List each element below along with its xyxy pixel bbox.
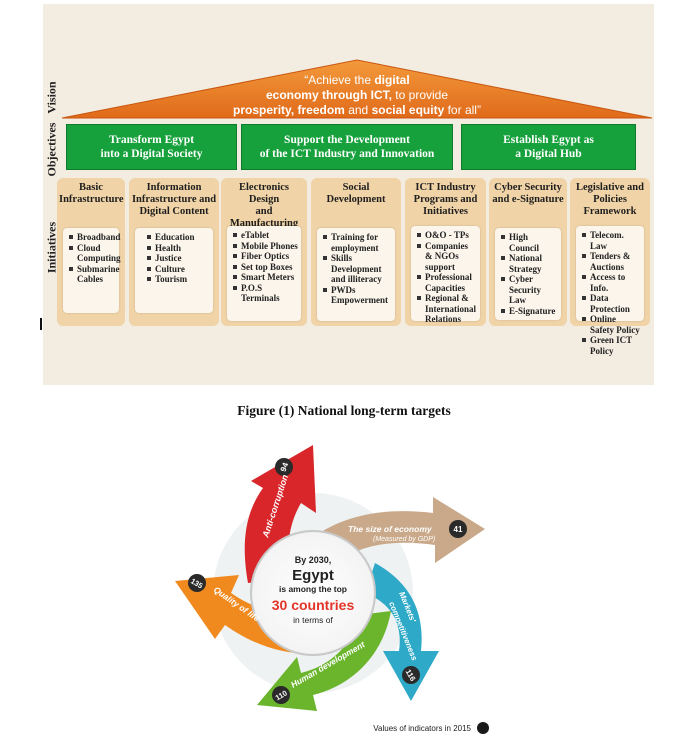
list-item: Training for employment bbox=[323, 232, 392, 253]
list-item: O&O - TPs bbox=[417, 230, 477, 241]
objectives-row-label: Objectives bbox=[44, 122, 59, 177]
list-item: Submarine Cables bbox=[69, 264, 120, 285]
list-item: Set top Boxes bbox=[233, 262, 298, 273]
list-item: Cloud Computing bbox=[69, 243, 121, 264]
list-item: Justice bbox=[147, 253, 210, 264]
center-line-5: in terms of bbox=[293, 615, 333, 625]
label-economy: The size of economy bbox=[348, 524, 433, 534]
list-item: Cyber Security Law bbox=[501, 274, 558, 306]
list-item: High Council bbox=[501, 232, 558, 253]
list-item: Green ICT Policy bbox=[582, 335, 641, 356]
list-item: Online Safety Policy bbox=[582, 314, 641, 335]
center-line-4: 30 countries bbox=[272, 597, 355, 613]
list-item: eTablet bbox=[233, 230, 298, 241]
list-item: Tenders & Auctions bbox=[582, 251, 641, 272]
vision-statement: “Achieve the digital economy through ICT… bbox=[233, 73, 481, 117]
list-item: Health bbox=[147, 243, 210, 254]
center-line-2: Egypt bbox=[292, 567, 334, 584]
list-item: Mobile Phones bbox=[233, 241, 298, 252]
list-item: P.O.S Terminals bbox=[233, 283, 298, 304]
center-line-1: By 2030, bbox=[295, 555, 332, 565]
value-economy: 41 bbox=[454, 525, 463, 534]
anti-corruption-arrow bbox=[244, 445, 316, 583]
list-item: National Strategy bbox=[501, 253, 558, 274]
list-item: PWDs Empowerment bbox=[323, 285, 392, 306]
list-item: Skills Development and illiteracy bbox=[323, 253, 392, 285]
list-item: Companies & NGOs support bbox=[417, 241, 477, 273]
list-item: Regional & International Relations bbox=[417, 293, 477, 325]
value-badge: 41 bbox=[449, 520, 467, 538]
vision-roof bbox=[62, 56, 652, 120]
list-item: Fiber Optics bbox=[233, 251, 298, 262]
legend-dot bbox=[477, 722, 489, 734]
list-item: Education bbox=[147, 232, 210, 243]
legend-text: Values of indicators in 2015 bbox=[373, 724, 471, 733]
list-item: Broadband bbox=[69, 232, 120, 243]
label-economy-sub: (Measured by GDP) bbox=[373, 536, 435, 543]
value-anti-corruption: 94 bbox=[279, 461, 291, 473]
value-badge: 94 bbox=[275, 458, 293, 476]
list-item: Smart Meters bbox=[233, 272, 298, 283]
list-item: Telecom. Law bbox=[582, 230, 641, 251]
center-circle bbox=[250, 530, 376, 656]
list-item: Professional Capacities bbox=[417, 272, 477, 293]
list-item: E-Signature bbox=[501, 306, 558, 317]
list-item: Access to Info. bbox=[582, 272, 641, 293]
value-badge: 110 bbox=[272, 686, 290, 704]
targets-arrows: 94 41 116 110 135 Anti-corruption The si… bbox=[175, 445, 489, 734]
list-item: Tourism bbox=[147, 274, 210, 285]
list-item: Culture bbox=[147, 264, 210, 275]
markets-arrow bbox=[365, 563, 439, 701]
cursor-mark bbox=[40, 318, 42, 330]
value-badge: 135 bbox=[188, 574, 206, 592]
targets-infographic: 94 41 116 110 135 Anti-corruption The si… bbox=[153, 433, 523, 741]
list-item: Data Protection bbox=[582, 293, 641, 314]
center-line-3: is among the top bbox=[279, 584, 347, 594]
figure-caption: Figure (1) National long-term targets bbox=[237, 403, 451, 418]
value-badge: 116 bbox=[402, 666, 420, 684]
